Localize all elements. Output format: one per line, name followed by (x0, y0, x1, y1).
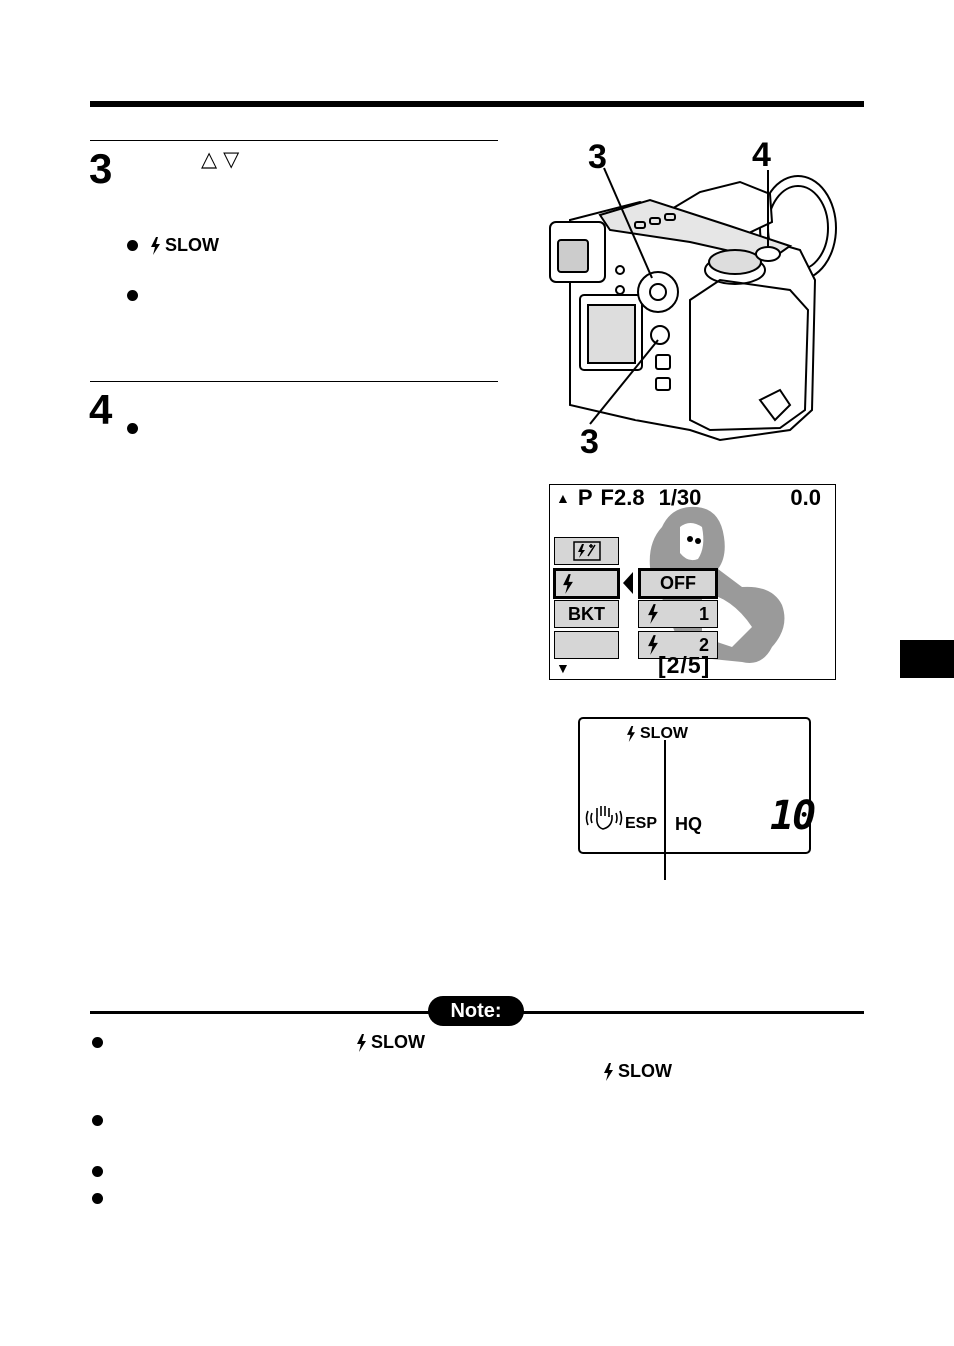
lcd-menu-screen: ▲ P F2.8 1/30 0.0 BKT OFF 1 2 ▼ [2/5] (549, 484, 836, 680)
note-bullet-4 (92, 1193, 103, 1204)
step-3-number: 3 (89, 145, 113, 192)
menu-flash-selected[interactable] (553, 568, 620, 599)
lcd-exposure-readout: ▲ P F2.8 1/30 (556, 485, 701, 511)
lcd-aperture: F2.8 (600, 485, 645, 510)
up-arrow-icon: △ (201, 148, 218, 171)
step-3-bullet-1 (127, 240, 138, 251)
flash-icon (627, 726, 635, 742)
panel-metering: ESP (584, 803, 657, 833)
scroll-down-icon[interactable]: ▼ (556, 660, 570, 676)
selection-arrow-icon (623, 572, 633, 594)
step-3-bullet-2 (127, 290, 138, 301)
step-4-rule (90, 381, 498, 382)
menu-empty[interactable] (554, 631, 619, 659)
step-4-number: 4 (89, 386, 113, 433)
lcd-exposure-comp: 0.0 (790, 485, 821, 510)
flash-icon (357, 1033, 366, 1052)
note-bullet-1 (92, 1037, 103, 1048)
step-3-arrow-buttons: △ ▽ (201, 149, 239, 170)
panel-callout-line (664, 740, 666, 880)
flash-comp-icon (572, 541, 601, 561)
step-3-rule (90, 140, 498, 141)
flash-icon (648, 604, 658, 624)
option-flash-2[interactable]: 2 (638, 631, 718, 659)
camera-illustration: 3 4 3 (549, 136, 837, 460)
note-slow-label-2: SLOW (603, 1061, 672, 1082)
hand-shake-icon (585, 806, 623, 830)
flash-icon (604, 1062, 613, 1081)
menu-bkt[interactable]: BKT (554, 600, 619, 628)
note-title: Note: (428, 996, 524, 1026)
panel-frames-remaining: 10 (770, 793, 816, 839)
page-counter: [2/5] (658, 652, 711, 678)
header-rule (90, 101, 864, 107)
note-bullet-3 (92, 1166, 103, 1177)
step-3-slow-label: SLOW (150, 235, 219, 256)
flash-icon (151, 236, 160, 255)
note-slow-label-1: SLOW (356, 1032, 425, 1053)
scroll-up-icon[interactable]: ▲ (556, 490, 570, 506)
option-flash-1[interactable]: 1 (638, 600, 718, 628)
panel-quality: HQ (675, 814, 702, 834)
flash-icon (648, 635, 658, 655)
lcd-mode: P (577, 485, 593, 510)
menu-flash-exposure-comp[interactable] (554, 537, 619, 565)
panel-slow-indicator: SLOW (626, 725, 688, 743)
note-bullet-2 (92, 1115, 103, 1126)
callout-3-bottom: 3 (580, 423, 599, 460)
lcd-shutter: 1/30 (658, 485, 702, 510)
step-4-bullet-1 (127, 423, 138, 434)
control-panel-display: SLOW ESP HQ 10 (578, 717, 816, 854)
down-arrow-icon: ▽ (223, 148, 240, 171)
flash-icon (563, 573, 573, 594)
option-off[interactable]: OFF (638, 568, 718, 599)
callout-4: 4 (752, 136, 771, 174)
chapter-tab (900, 640, 954, 678)
callout-3-top: 3 (588, 138, 607, 176)
